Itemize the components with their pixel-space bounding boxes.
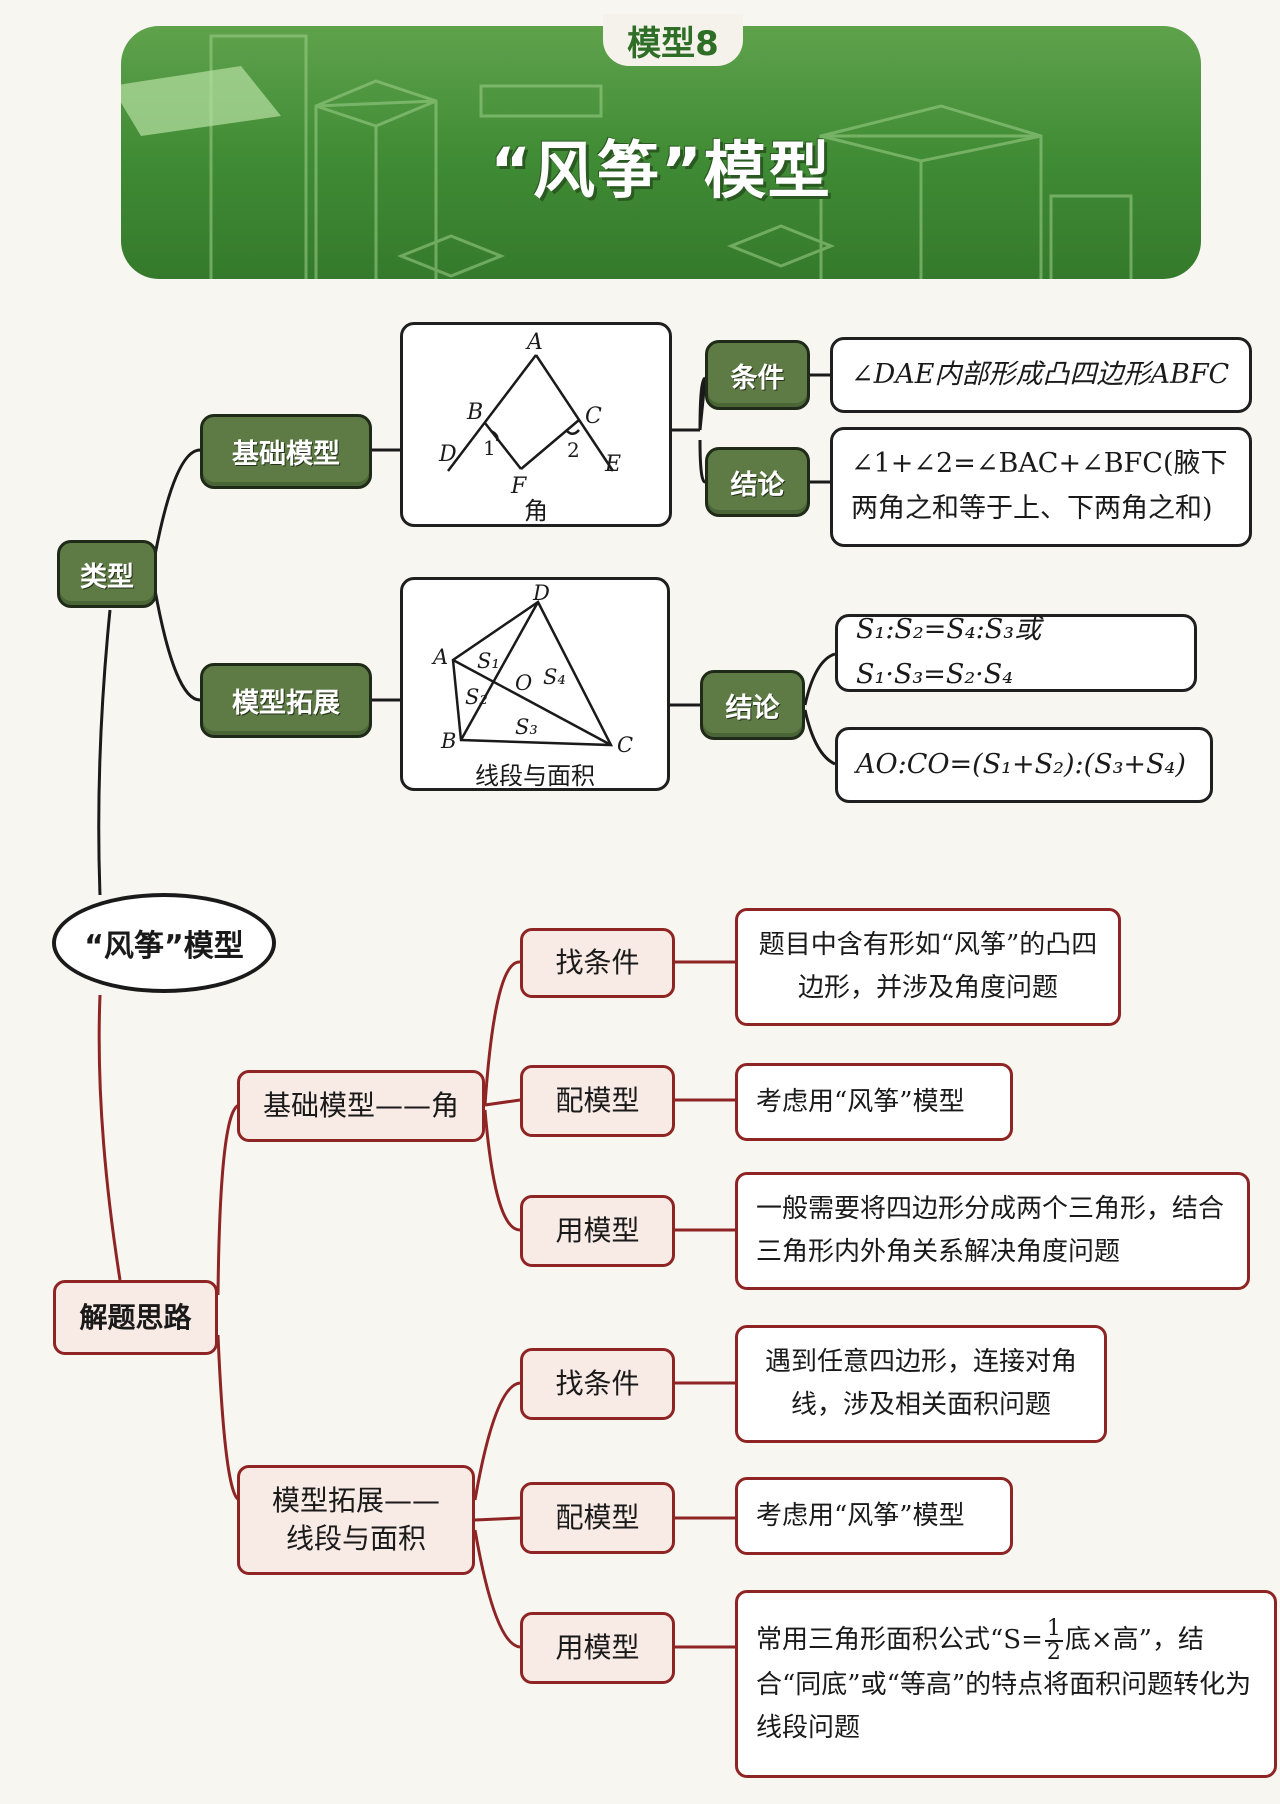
- basic-match-box: 考虑用“风筝”模型: [735, 1063, 1013, 1141]
- point-E: E: [604, 452, 621, 477]
- area-S2: S₂: [465, 685, 488, 709]
- angle-1-label: 1: [483, 436, 496, 460]
- basic-use-box: 一般需要将四边形分成两个三角形，结合三角形内外角关系解决角度问题: [735, 1172, 1250, 1290]
- extension-conclusion-1-box: S₁:S₂=S₄:S₃或S₁·S₃=S₂·S₄: [835, 614, 1197, 692]
- point-B: B: [466, 400, 483, 425]
- fraction-denominator: 2: [1046, 1640, 1061, 1666]
- extension-find-box: 遇到任意四边形，连接对角线，涉及相关面积问题: [735, 1325, 1107, 1443]
- area-S1: S₁: [477, 649, 500, 673]
- extension-match-box: 考虑用“风筝”模型: [735, 1477, 1013, 1555]
- area-point-O: O: [515, 671, 532, 695]
- area-point-B: B: [440, 729, 456, 753]
- basic-use-node: 用模型: [520, 1195, 675, 1267]
- approach-node: 解题思路: [53, 1280, 218, 1355]
- area-point-D: D: [532, 581, 550, 605]
- extension-match-node: 配模型: [520, 1482, 675, 1554]
- banner-decoration: [121, 34, 1133, 279]
- extension-area-node: 模型拓展—— 线段与面积: [237, 1465, 475, 1575]
- area-S3: S₃: [515, 715, 538, 739]
- extension-find-text: 遇到任意四边形，连接对角线，涉及相关面积问题: [764, 1347, 1077, 1420]
- extension-conclusion-2: AO:CO=(S₁+S₂):(S₃+S₄): [856, 748, 1186, 780]
- kite-area-diagram: D A B C O S₁ S₂ S₃ S₄: [431, 581, 633, 757]
- kite-angle-diagram: A B C D E F 1 2: [438, 330, 621, 499]
- condition-text-box: ∠DAE内部形成凸四边形ABFC: [830, 337, 1252, 413]
- types-node: 类型: [57, 540, 157, 608]
- title-banner: [121, 26, 1201, 279]
- condition-text: ∠DAE内部形成凸四边形ABFC: [851, 358, 1230, 390]
- conclusion-label: 结论: [730, 469, 785, 501]
- extension-match-text: 考虑用“风筝”模型: [756, 1500, 965, 1531]
- point-A: A: [525, 330, 543, 355]
- basic-find-text: 题目中含有形如“风筝”的凸四边形，并涉及角度问题: [758, 930, 1098, 1003]
- area-S4: S₄: [543, 665, 566, 689]
- condition-label: 条件: [730, 362, 785, 394]
- angle-figure-caption: 角: [524, 497, 548, 525]
- model-extension-node: 模型拓展: [200, 663, 372, 738]
- center-topic: “风筝”模型: [52, 893, 276, 993]
- basic-use-text: 一般需要将四边形分成两个三角形，结合三角形内外角关系解决角度问题: [756, 1194, 1225, 1267]
- extension-use-text-pre: 常用三角形面积公式“S=: [756, 1625, 1043, 1656]
- basic-match-node: 配模型: [520, 1065, 675, 1137]
- extension-conclusion-1: S₁:S₂=S₄:S₃或S₁·S₃=S₂·S₄: [856, 614, 1042, 690]
- extension-conclusion-node: 结论: [700, 670, 805, 740]
- point-C: C: [585, 404, 602, 429]
- basic-find-node: 找条件: [520, 928, 675, 998]
- conclusion-text: ∠1+∠2=∠BAC+∠BFC(腋下两角之和等于上、下两角之和): [851, 448, 1228, 524]
- point-D: D: [438, 442, 457, 467]
- area-figure-caption: 线段与面积: [475, 762, 595, 790]
- model-number-tab: 模型8: [603, 14, 743, 66]
- angle-figure-box: A B C D E F 1 2 角: [400, 322, 672, 527]
- area-figure-box: D A B C O S₁ S₂ S₃ S₄ 线段与面积: [400, 577, 670, 791]
- extension-conclusion-2-box: AO:CO=(S₁+S₂):(S₃+S₄): [835, 727, 1213, 803]
- conclusion-node: 结论: [705, 447, 810, 517]
- extension-find-node: 找条件: [520, 1348, 675, 1420]
- model-extension-label: 模型拓展: [232, 688, 340, 719]
- point-F: F: [510, 474, 527, 499]
- basic-match-text: 考虑用“风筝”模型: [756, 1086, 965, 1117]
- conclusion-text-box: ∠1+∠2=∠BAC+∠BFC(腋下两角之和等于上、下两角之和): [830, 427, 1252, 547]
- area-point-A: A: [431, 645, 448, 669]
- extension-conclusion-label: 结论: [725, 692, 780, 724]
- area-point-C: C: [617, 733, 633, 757]
- extension-use-text-post: 底×高”，结合“同底”或“等高”的特点将面积问题转化为线段问题: [756, 1625, 1252, 1743]
- angle-2-label: 2: [567, 438, 580, 462]
- basic-model-node: 基础模型: [200, 414, 372, 489]
- extension-use-node: 用模型: [520, 1612, 675, 1684]
- extension-area-label-line1: 模型拓展——: [271, 1484, 440, 1518]
- basic-angle-node: 基础模型——角: [237, 1070, 485, 1142]
- fraction-numerator: 1: [1044, 1616, 1063, 1643]
- extension-area-label-line2: 线段与面积: [285, 1522, 426, 1555]
- types-label: 类型: [80, 561, 134, 593]
- basic-find-box: 题目中含有形如“风筝”的凸四边形，并涉及角度问题: [735, 908, 1121, 1026]
- basic-model-label: 基础模型: [232, 439, 340, 470]
- condition-node: 条件: [705, 340, 810, 410]
- page-title: “风筝”模型: [490, 134, 832, 207]
